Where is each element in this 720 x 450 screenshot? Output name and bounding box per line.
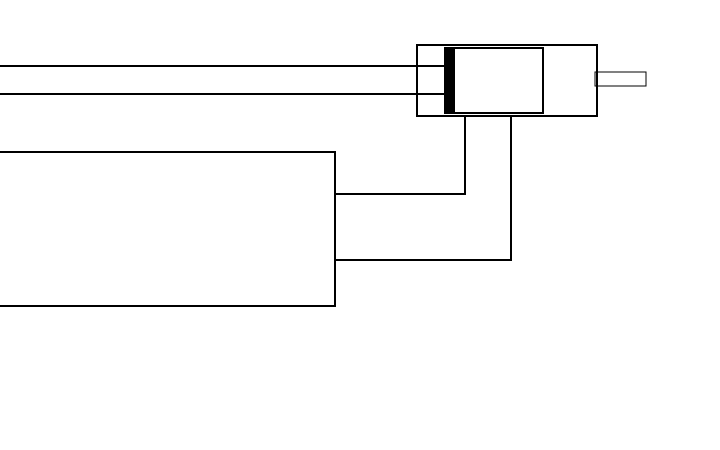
inner-chamber	[444, 47, 544, 114]
connector-line-2	[335, 116, 512, 261]
large-box	[0, 151, 336, 307]
dark-plate	[445, 48, 455, 113]
outer-housing	[416, 44, 598, 117]
output-shaft	[594, 71, 647, 87]
connector-line-1	[335, 116, 466, 195]
